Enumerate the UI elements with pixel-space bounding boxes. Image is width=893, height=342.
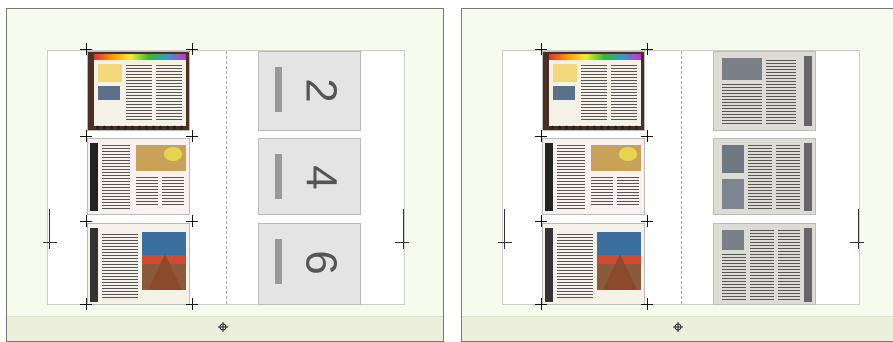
crop-mark-icon [645, 134, 651, 140]
crop-mark-icon [84, 47, 90, 53]
side-guide-mark [49, 209, 50, 249]
magazine-page-car-feature[interactable] [542, 223, 645, 305]
crosshair-registration-icon [218, 322, 228, 332]
crop-mark-icon [190, 134, 196, 140]
imposition-preview-right [461, 8, 893, 342]
magazine-grey-page[interactable] [713, 51, 816, 131]
crop-mark-icon [539, 219, 545, 225]
press-sheet [502, 50, 860, 305]
magazine-page-article[interactable] [87, 138, 190, 215]
crop-mark-icon [645, 302, 651, 308]
magazine-grey-page[interactable] [713, 138, 816, 215]
page-number: 4 [283, 142, 360, 214]
preview-footer [462, 316, 893, 341]
magazine-page-article[interactable] [542, 138, 645, 215]
page-marker-bar [275, 239, 282, 284]
magazine-page-car-feature[interactable] [87, 223, 190, 305]
crop-mark-icon [539, 302, 545, 308]
magazine-page-contents[interactable] [542, 51, 645, 131]
press-sheet: 2 4 6 [47, 50, 405, 305]
side-guide-mark [403, 209, 404, 249]
crop-mark-icon [645, 219, 651, 225]
blank-page[interactable]: 2 [258, 51, 361, 131]
page-marker-bar [275, 67, 282, 112]
page-number: 6 [283, 227, 360, 299]
crop-mark-icon [539, 47, 545, 53]
magazine-page-contents[interactable] [87, 51, 190, 131]
side-guide-mark [858, 209, 859, 249]
crop-mark-icon [539, 134, 545, 140]
side-guide-mark [395, 242, 409, 243]
crop-mark-icon [84, 134, 90, 140]
fold-line [681, 51, 682, 304]
crop-mark-icon [190, 219, 196, 225]
magazine-grey-page[interactable] [713, 223, 816, 305]
crop-mark-icon [645, 47, 651, 53]
side-guide-mark [43, 242, 57, 243]
page-number: 2 [283, 55, 360, 127]
fold-line [226, 51, 227, 304]
crop-mark-icon [190, 47, 196, 53]
side-guide-mark [504, 209, 505, 249]
preview-footer [7, 316, 443, 341]
blank-page[interactable]: 4 [258, 138, 361, 215]
side-guide-mark [498, 242, 512, 243]
crop-mark-icon [84, 219, 90, 225]
crop-mark-icon [190, 302, 196, 308]
imposition-preview-left: 2 4 6 [6, 8, 444, 342]
page-marker-bar [275, 154, 282, 199]
crosshair-registration-icon [673, 322, 683, 332]
crop-mark-icon [84, 302, 90, 308]
side-guide-mark [850, 242, 864, 243]
blank-page[interactable]: 6 [258, 223, 361, 305]
